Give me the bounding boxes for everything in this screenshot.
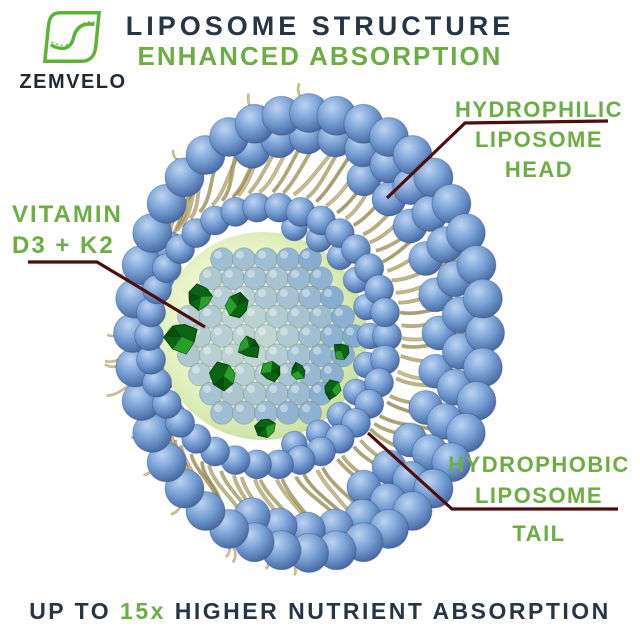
footer-claim: UP TO 15x HIGHER NUTRIENT ABSORPTION: [0, 598, 640, 625]
hydrophobic-label-line2: LIPOSOME: [474, 483, 604, 508]
hydrophilic-label-line3: HEAD: [504, 157, 574, 182]
footer-claim-prefix: UP TO: [29, 598, 121, 624]
pointer-lines: [28, 119, 618, 511]
hydrophobic-tail-label: HYDROPHOBIC LIPOSOME TAIL: [443, 449, 635, 549]
page-title: LIPOSOME STRUCTURE: [125, 11, 515, 41]
hydrophilic-label-line2: LIPOSOME: [474, 127, 604, 152]
zemvelo-logo-icon: [42, 11, 102, 63]
vitamin-core-layer: [159, 232, 367, 440]
footer-claim-highlight: 15x: [120, 598, 166, 624]
hydrophobic-label-line1: HYDROPHOBIC: [448, 452, 630, 477]
outer-head-beads-layer: [113, 93, 505, 573]
vitamin-label: VITAMIN D3 + K2: [12, 199, 123, 261]
footer-claim-suffix: HIGHER NUTRIENT ABSORPTION: [165, 598, 611, 624]
vitamin-label-line1: VITAMIN: [12, 201, 123, 228]
hydrophobic-label-line3: TAIL: [512, 521, 566, 546]
inner-head-beads-layer: [134, 192, 402, 480]
hydrophilic-label-line1: HYDROPHILIC: [454, 97, 624, 122]
brand-name: ZEMVELO: [19, 71, 127, 93]
page-subtitle: ENHANCED ABSORPTION: [137, 41, 503, 71]
vitamin-label-line2: D3 + K2: [12, 232, 115, 259]
hydrophilic-head-label: HYDROPHILIC LIPOSOME HEAD: [443, 95, 635, 185]
